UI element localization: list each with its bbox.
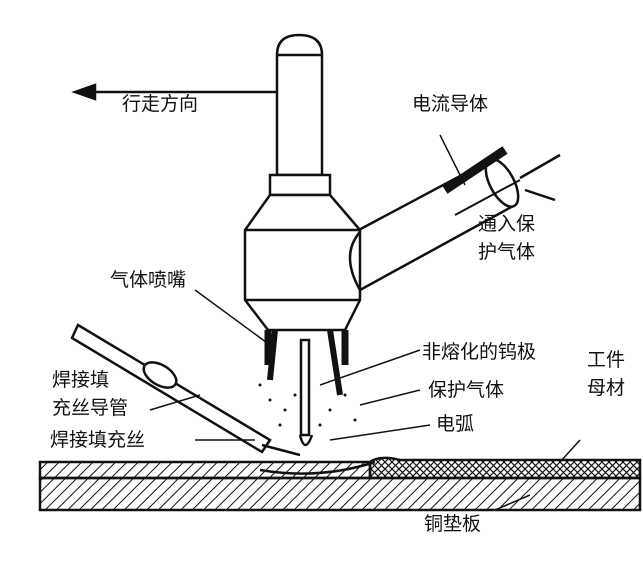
copper-backing-plate [38,476,642,512]
torch-collar [268,173,332,197]
label-travel-direction: 行走方向 [122,93,199,115]
label-gas-inlet-1: 通入保 [478,213,536,235]
workpiece-plate-left [38,460,372,480]
shield-gas-dots [258,383,357,427]
filler-wire [261,443,301,457]
label-shield-gas: 保护气体 [428,379,505,401]
label-workpiece-2: 母材 [587,377,626,399]
label-gas-nozzle: 气体喷嘴 [110,269,187,291]
arc [298,434,314,447]
tungsten-electrode [299,338,311,437]
label-current-conductor: 电流导体 [412,93,489,115]
label-filler-guide-1: 焊接填 [52,369,110,391]
gas-nozzle [264,330,349,365]
torch-handle [275,33,324,177]
label-gas-inlet-2: 护气体 [478,241,536,263]
label-workpiece-1: 工件 [587,349,626,371]
label-filler-wire: 焊接填充丝 [50,429,146,451]
label-arc: 电弧 [436,413,475,435]
label-copper-backing: 铜垫板 [424,513,482,535]
label-tungsten-electrode: 非熔化的钨极 [422,341,537,363]
torch-body [243,193,362,332]
workpiece-weld-bead [368,456,642,480]
label-filler-guide-2: 充丝导管 [52,397,129,419]
current-conductor [442,146,508,194]
